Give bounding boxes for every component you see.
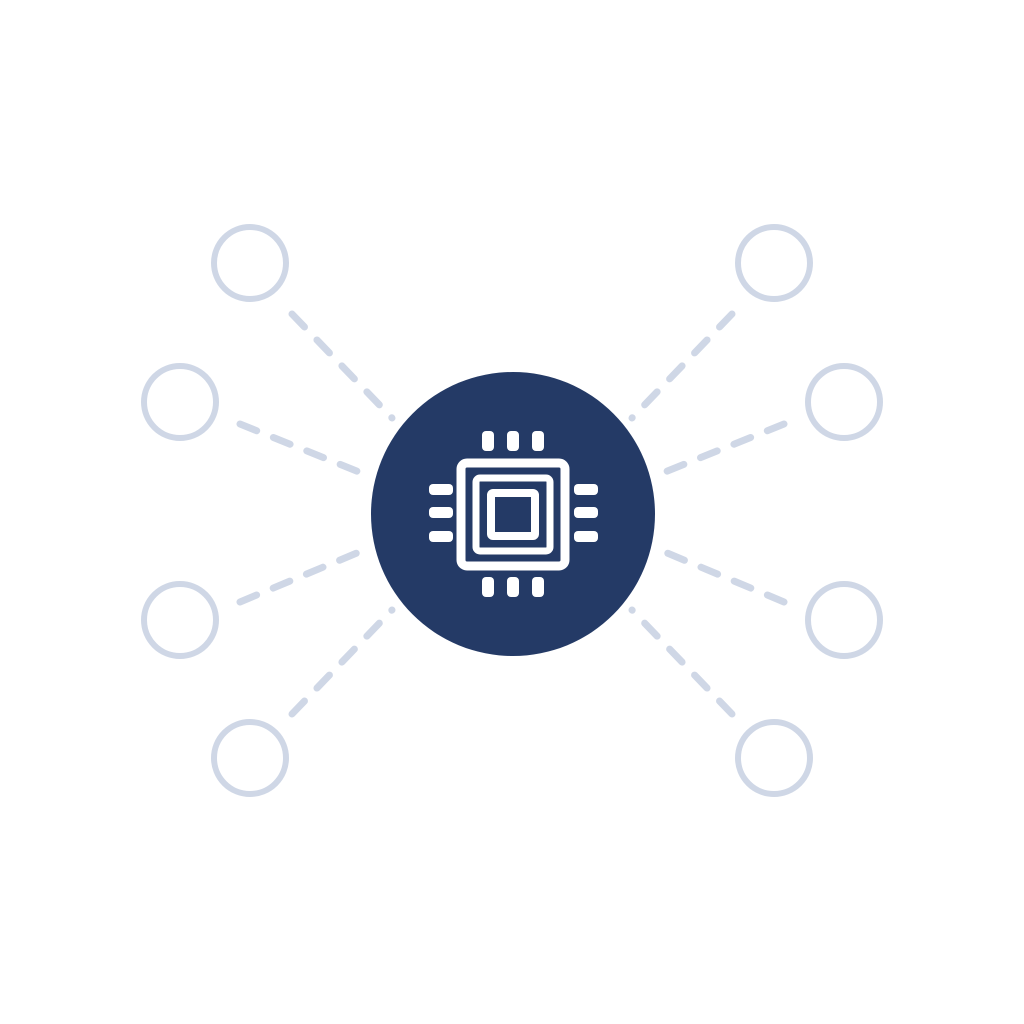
cpu-chip-icon [429,431,598,597]
node-lower-right [735,719,813,797]
node-mid-upper-right [805,363,883,441]
node-upper-right [735,224,813,302]
node-mid-lower-left [141,581,219,659]
node-upper-left [211,224,289,302]
node-mid-upper-left [141,363,219,441]
outer-nodes [141,224,883,797]
connector-lower-left [288,606,396,718]
hub-circle [371,372,655,656]
connector-upper-left [288,310,396,422]
node-mid-lower-right [805,581,883,659]
connector-upper-right [628,310,736,422]
connector-mid-upper-left [236,420,368,478]
central-hub [371,372,655,656]
connector-lines [236,310,788,718]
connector-mid-upper-right [656,420,788,478]
connector-lower-right [628,606,736,718]
connector-mid-lower-left [236,546,368,606]
connector-mid-lower-right [656,546,788,606]
node-lower-left [211,719,289,797]
